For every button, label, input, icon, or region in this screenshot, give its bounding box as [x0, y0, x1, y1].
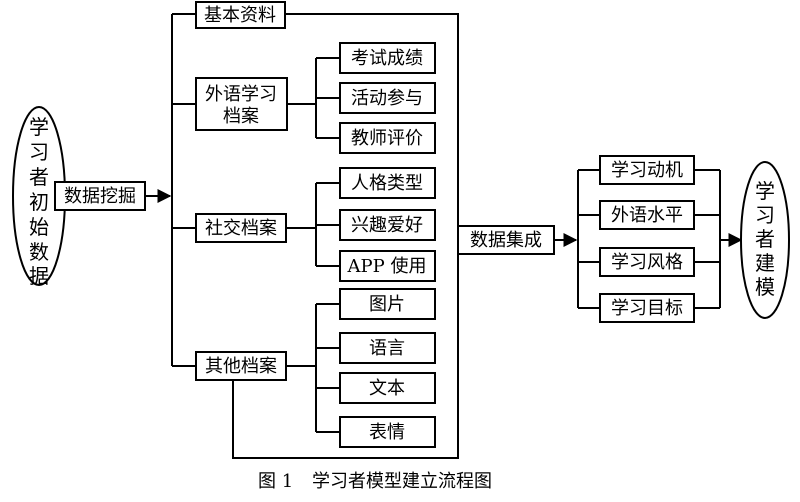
- source-char-6: 数: [29, 240, 49, 264]
- source-char-5: 始: [29, 215, 49, 239]
- output-motivation: 学习动机: [599, 155, 695, 185]
- social-item-personality: 人格类型: [339, 167, 436, 199]
- target-node: 学 习 者 建 模: [740, 161, 790, 319]
- foreign-archive-label-line2: 档案: [223, 106, 259, 127]
- basic-to-outer-bus: [232, 13, 459, 459]
- output-label: 学习目标: [611, 298, 683, 319]
- output-label: 学习风格: [611, 252, 683, 273]
- foreign-item-teacher-eval: 教师评价: [339, 122, 436, 154]
- output-label: 外语水平: [611, 205, 683, 226]
- social-item-label: 人格类型: [351, 173, 423, 194]
- target-char-3: 者: [755, 227, 775, 251]
- social-archive-label: 社交档案: [205, 218, 277, 239]
- output-language-level: 外语水平: [599, 200, 695, 230]
- social-item-label: APP 使用: [347, 256, 427, 277]
- source-char-4: 初: [29, 190, 49, 214]
- social-item-app-usage: APP 使用: [339, 250, 436, 282]
- source-char-1: 学: [29, 115, 49, 139]
- target-char-5: 模: [755, 275, 775, 299]
- foreign-language-archive-node: 外语学习 档案: [195, 77, 288, 131]
- output-learning-goal: 学习目标: [599, 293, 695, 323]
- foreign-archive-label-line1: 外语学习: [205, 84, 277, 105]
- basic-info-node: 基本资料: [195, 1, 286, 29]
- data-integration-label: 数据集成: [470, 230, 542, 251]
- foreign-item-exam-scores: 考试成绩: [339, 42, 436, 74]
- source-char-7: 据: [29, 264, 49, 288]
- foreign-item-label: 活动参与: [351, 88, 423, 109]
- target-char-4: 建: [755, 251, 775, 275]
- caption-title: 学习者模型建立流程图: [312, 471, 492, 492]
- other-archive-label: 其他档案: [205, 356, 277, 377]
- source-node: 学 习 者 初 始 数 据: [12, 106, 66, 288]
- data-mining-label: 数据挖掘: [64, 186, 136, 207]
- other-item-text: 文本: [339, 372, 436, 404]
- output-learning-style: 学习风格: [599, 247, 695, 277]
- other-item-label: 语言: [369, 338, 405, 359]
- social-archive-node: 社交档案: [195, 213, 287, 243]
- foreign-item-label: 教师评价: [351, 128, 423, 149]
- basic-info-label: 基本资料: [204, 5, 276, 26]
- other-item-label: 图片: [369, 294, 405, 315]
- social-item-label: 兴趣爱好: [351, 215, 423, 236]
- foreign-item-activity: 活动参与: [339, 82, 436, 114]
- target-char-1: 学: [755, 179, 775, 203]
- figure-caption: 图 1 学习者模型建立流程图: [258, 471, 492, 492]
- caption-number: 图 1: [258, 471, 293, 492]
- output-label: 学习动机: [611, 160, 683, 181]
- source-char-3: 者: [29, 165, 49, 189]
- other-item-language: 语言: [339, 332, 436, 364]
- source-char-2: 习: [29, 140, 49, 164]
- other-archive-node: 其他档案: [195, 351, 287, 381]
- other-item-image: 图片: [339, 288, 436, 320]
- target-char-2: 习: [755, 203, 775, 227]
- other-item-label: 文本: [369, 378, 405, 399]
- foreign-item-label: 考试成绩: [351, 48, 423, 69]
- other-item-emoji: 表情: [339, 416, 436, 448]
- data-integration-node: 数据集成: [457, 225, 555, 255]
- data-mining-node: 数据挖掘: [54, 181, 146, 211]
- other-item-label: 表情: [369, 422, 405, 443]
- social-item-interests: 兴趣爱好: [339, 209, 436, 241]
